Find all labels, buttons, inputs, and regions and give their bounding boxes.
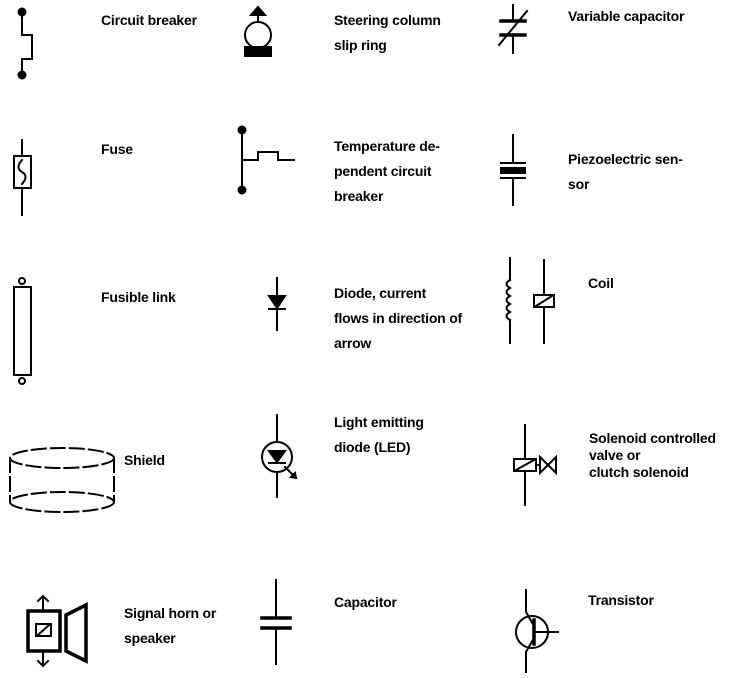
circuit-breaker-symbol: [17, 7, 33, 80]
solenoid-valve-label: Solenoid controlled valve or clutch sole…: [589, 430, 716, 481]
diode-symbol: [267, 277, 287, 331]
steering-slip-ring-label: Steering column slip ring: [334, 8, 441, 58]
label-line: Transistor: [588, 592, 654, 608]
capacitor-symbol: [260, 579, 292, 665]
label-line: flows in direction of: [334, 310, 463, 326]
label-line: speaker: [124, 630, 176, 646]
label-line: Coil: [588, 275, 614, 291]
label-line: Variable capacitor: [568, 8, 685, 24]
shield-label: Shield: [124, 448, 165, 473]
label-line: sor: [568, 176, 590, 192]
temp-breaker-label: Temperature de- pendent circuit breaker: [334, 134, 440, 209]
label-line: Steering column: [334, 12, 441, 28]
variable-capacitor-symbol: [497, 4, 529, 54]
temp-breaker-symbol: [237, 125, 295, 195]
label-line: slip ring: [334, 37, 387, 53]
coil-label: Coil: [588, 271, 614, 296]
label-line: Diode, current: [334, 285, 427, 301]
fuse-label: Fuse: [101, 137, 133, 162]
steering-slip-ring-symbol: [244, 5, 272, 57]
circuit-breaker-label: Circuit breaker: [101, 8, 197, 33]
variable-capacitor-label: Variable capacitor: [568, 4, 684, 29]
fuse-symbol: [13, 139, 32, 216]
fusible-link-symbol: [13, 277, 32, 385]
label-line: Shield: [124, 452, 165, 468]
label-line: Circuit breaker: [101, 12, 197, 28]
coil-symbol: [505, 257, 555, 344]
led-label: Light emitting diode (LED): [334, 410, 424, 460]
led-symbol: [261, 414, 298, 498]
label-line: diode (LED): [334, 439, 411, 455]
horn-speaker-symbol: [26, 594, 88, 668]
transistor-label: Transistor: [588, 588, 654, 613]
label-line: Solenoid controlled: [589, 430, 716, 446]
label-line: arrow: [334, 335, 372, 351]
label-line: Piezoelectric sen-: [568, 151, 683, 167]
transistor-symbol: [515, 589, 559, 673]
label-line: valve or: [589, 447, 641, 463]
solenoid-valve-symbol: [513, 424, 557, 506]
diode-label: Diode, current flows in direction of arr…: [334, 281, 462, 356]
label-line: Temperature de-: [334, 138, 440, 154]
shield-symbol: [9, 447, 115, 513]
piezo-sensor-symbol: [500, 134, 526, 206]
label-line: clutch solenoid: [589, 464, 689, 480]
label-line: Capacitor: [334, 594, 397, 610]
capacitor-label: Capacitor: [334, 590, 397, 615]
label-line: Fusible link: [101, 289, 176, 305]
label-line: Signal horn or: [124, 605, 217, 621]
piezo-sensor-label: Piezoelectric sen- sor: [568, 147, 683, 197]
label-line: pendent circuit: [334, 163, 432, 179]
horn-speaker-label: Signal horn or speaker: [124, 601, 216, 651]
fusible-link-label: Fusible link: [101, 285, 176, 310]
label-line: breaker: [334, 188, 384, 204]
label-line: Fuse: [101, 141, 133, 157]
label-line: Light emitting: [334, 414, 424, 430]
